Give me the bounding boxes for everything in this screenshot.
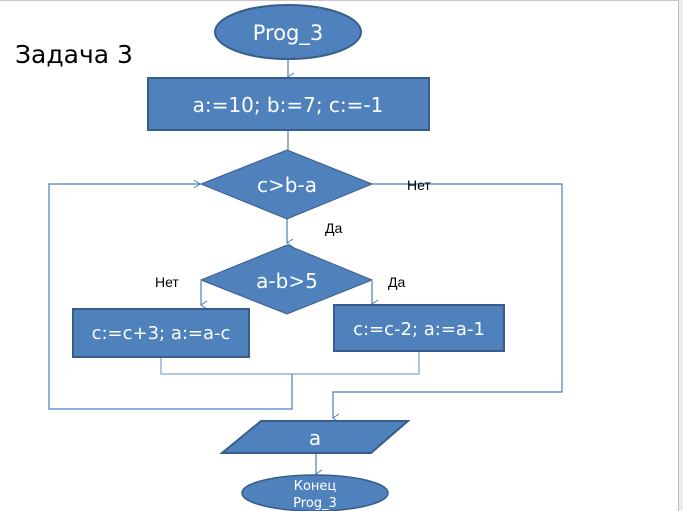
decision-1-label: c>b-a bbox=[257, 173, 317, 197]
end-node-label-line2: Prog_3 bbox=[293, 496, 337, 511]
decision-2-yes-label: Да bbox=[388, 274, 405, 290]
process-no-branch[interactable]: c:=c+3; a:=a-c bbox=[72, 308, 250, 358]
output-io[interactable]: a bbox=[219, 420, 411, 454]
slide-edge-shadow bbox=[679, 0, 683, 511]
connector-cond1-no bbox=[332, 183, 563, 423]
start-node[interactable]: Prog_3 bbox=[214, 4, 362, 60]
process-yes-branch[interactable]: c:=c-2; a:=a-1 bbox=[333, 304, 505, 352]
process-no-branch-label: c:=c+3; a:=a-c bbox=[92, 323, 231, 344]
end-node[interactable]: Конец Prog_3 bbox=[241, 474, 389, 511]
decision-1-no-label: Нет bbox=[407, 177, 431, 193]
decision-1-yes-label: Да bbox=[325, 220, 342, 236]
end-node-label-line1: Конец bbox=[294, 479, 337, 494]
connector-branches-merge bbox=[160, 352, 420, 375]
connector-loop-back bbox=[48, 179, 293, 410]
slide-title: Задача 3 bbox=[15, 40, 133, 69]
decision-1[interactable]: c>b-a bbox=[199, 149, 374, 220]
decision-2-no-label: Нет bbox=[155, 274, 179, 290]
process-yes-branch-label: c:=c-2; a:=a-1 bbox=[353, 319, 485, 340]
init-process[interactable]: a:=10; b:=7; c:=-1 bbox=[147, 77, 430, 131]
init-process-label: a:=10; b:=7; c:=-1 bbox=[193, 93, 384, 117]
output-io-label: a bbox=[309, 426, 321, 450]
decision-2-label: a-b>5 bbox=[256, 269, 318, 293]
connectors bbox=[48, 58, 563, 479]
decision-2[interactable]: a-b>5 bbox=[199, 244, 374, 315]
start-node-label: Prog_3 bbox=[253, 21, 324, 46]
